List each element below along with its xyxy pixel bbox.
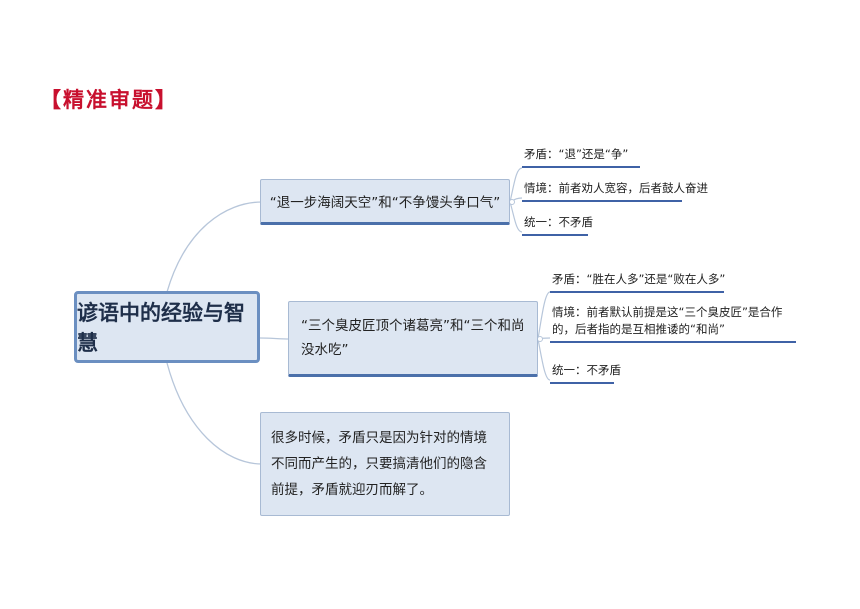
leaf-text: 矛盾：“胜在人多”还是“败在人多”	[552, 272, 726, 286]
connector-root-branch3	[166, 362, 263, 465]
connector-branch1-leaf3	[509, 201, 523, 233]
connector-branch1-leaf1	[509, 167, 523, 203]
branch-node-2[interactable]: “三个臭皮匠顶个诸葛亮”和“三个和尚没水吃”	[288, 301, 538, 377]
leaf-node-2-2[interactable]: 情境：前者默认前提是这“三个臭皮匠”是合作的，后者指的是互相推诿的“和尚”	[550, 304, 796, 343]
leaf-text: 统一：不矛盾	[552, 363, 621, 377]
connector-branch2-leaf3	[537, 338, 551, 381]
leaf-node-1-2[interactable]: 情境：前者劝人宽容，后者鼓人奋进	[522, 180, 708, 202]
leaf-underline	[522, 166, 640, 168]
leaf-underline	[522, 200, 682, 202]
branch-node-1[interactable]: “退一步海阔天空”和“不争馒头争口气”	[260, 179, 510, 225]
connector-branch2-leaf1	[537, 291, 551, 340]
branch-node-3[interactable]: 很多时候，矛盾只是因为针对的情境不同而产生的，只要搞清他们的隐含前提，矛盾就迎刃…	[260, 412, 510, 516]
root-node[interactable]: 谚语中的经验与智慧	[74, 291, 260, 363]
leaf-text: 情境：前者劝人宽容，后者鼓人奋进	[524, 181, 708, 195]
connector-root-branch2	[259, 337, 291, 340]
leaf-underline	[550, 291, 724, 293]
collapse-dot-branch1	[509, 199, 515, 205]
leaf-text: 统一：不矛盾	[524, 215, 593, 229]
leaf-node-1-3[interactable]: 统一：不矛盾	[522, 214, 593, 236]
connector-root-branch1	[166, 201, 263, 293]
leaf-node-2-1[interactable]: 矛盾：“胜在人多”还是“败在人多”	[550, 271, 726, 293]
leaf-node-2-3[interactable]: 统一：不矛盾	[550, 362, 621, 384]
leaf-text: 矛盾：“退”还是“争”	[524, 147, 629, 161]
leaf-underline	[550, 341, 796, 343]
leaf-node-1-1[interactable]: 矛盾：“退”还是“争”	[522, 146, 640, 168]
leaf-underline	[550, 382, 614, 384]
collapse-dot-branch2	[537, 336, 543, 342]
section-heading: 【精准审题】	[40, 88, 178, 112]
leaf-underline	[522, 234, 588, 236]
leaf-text: 情境：前者默认前提是这“三个臭皮匠”是合作的，后者指的是互相推诿的“和尚”	[552, 305, 783, 336]
